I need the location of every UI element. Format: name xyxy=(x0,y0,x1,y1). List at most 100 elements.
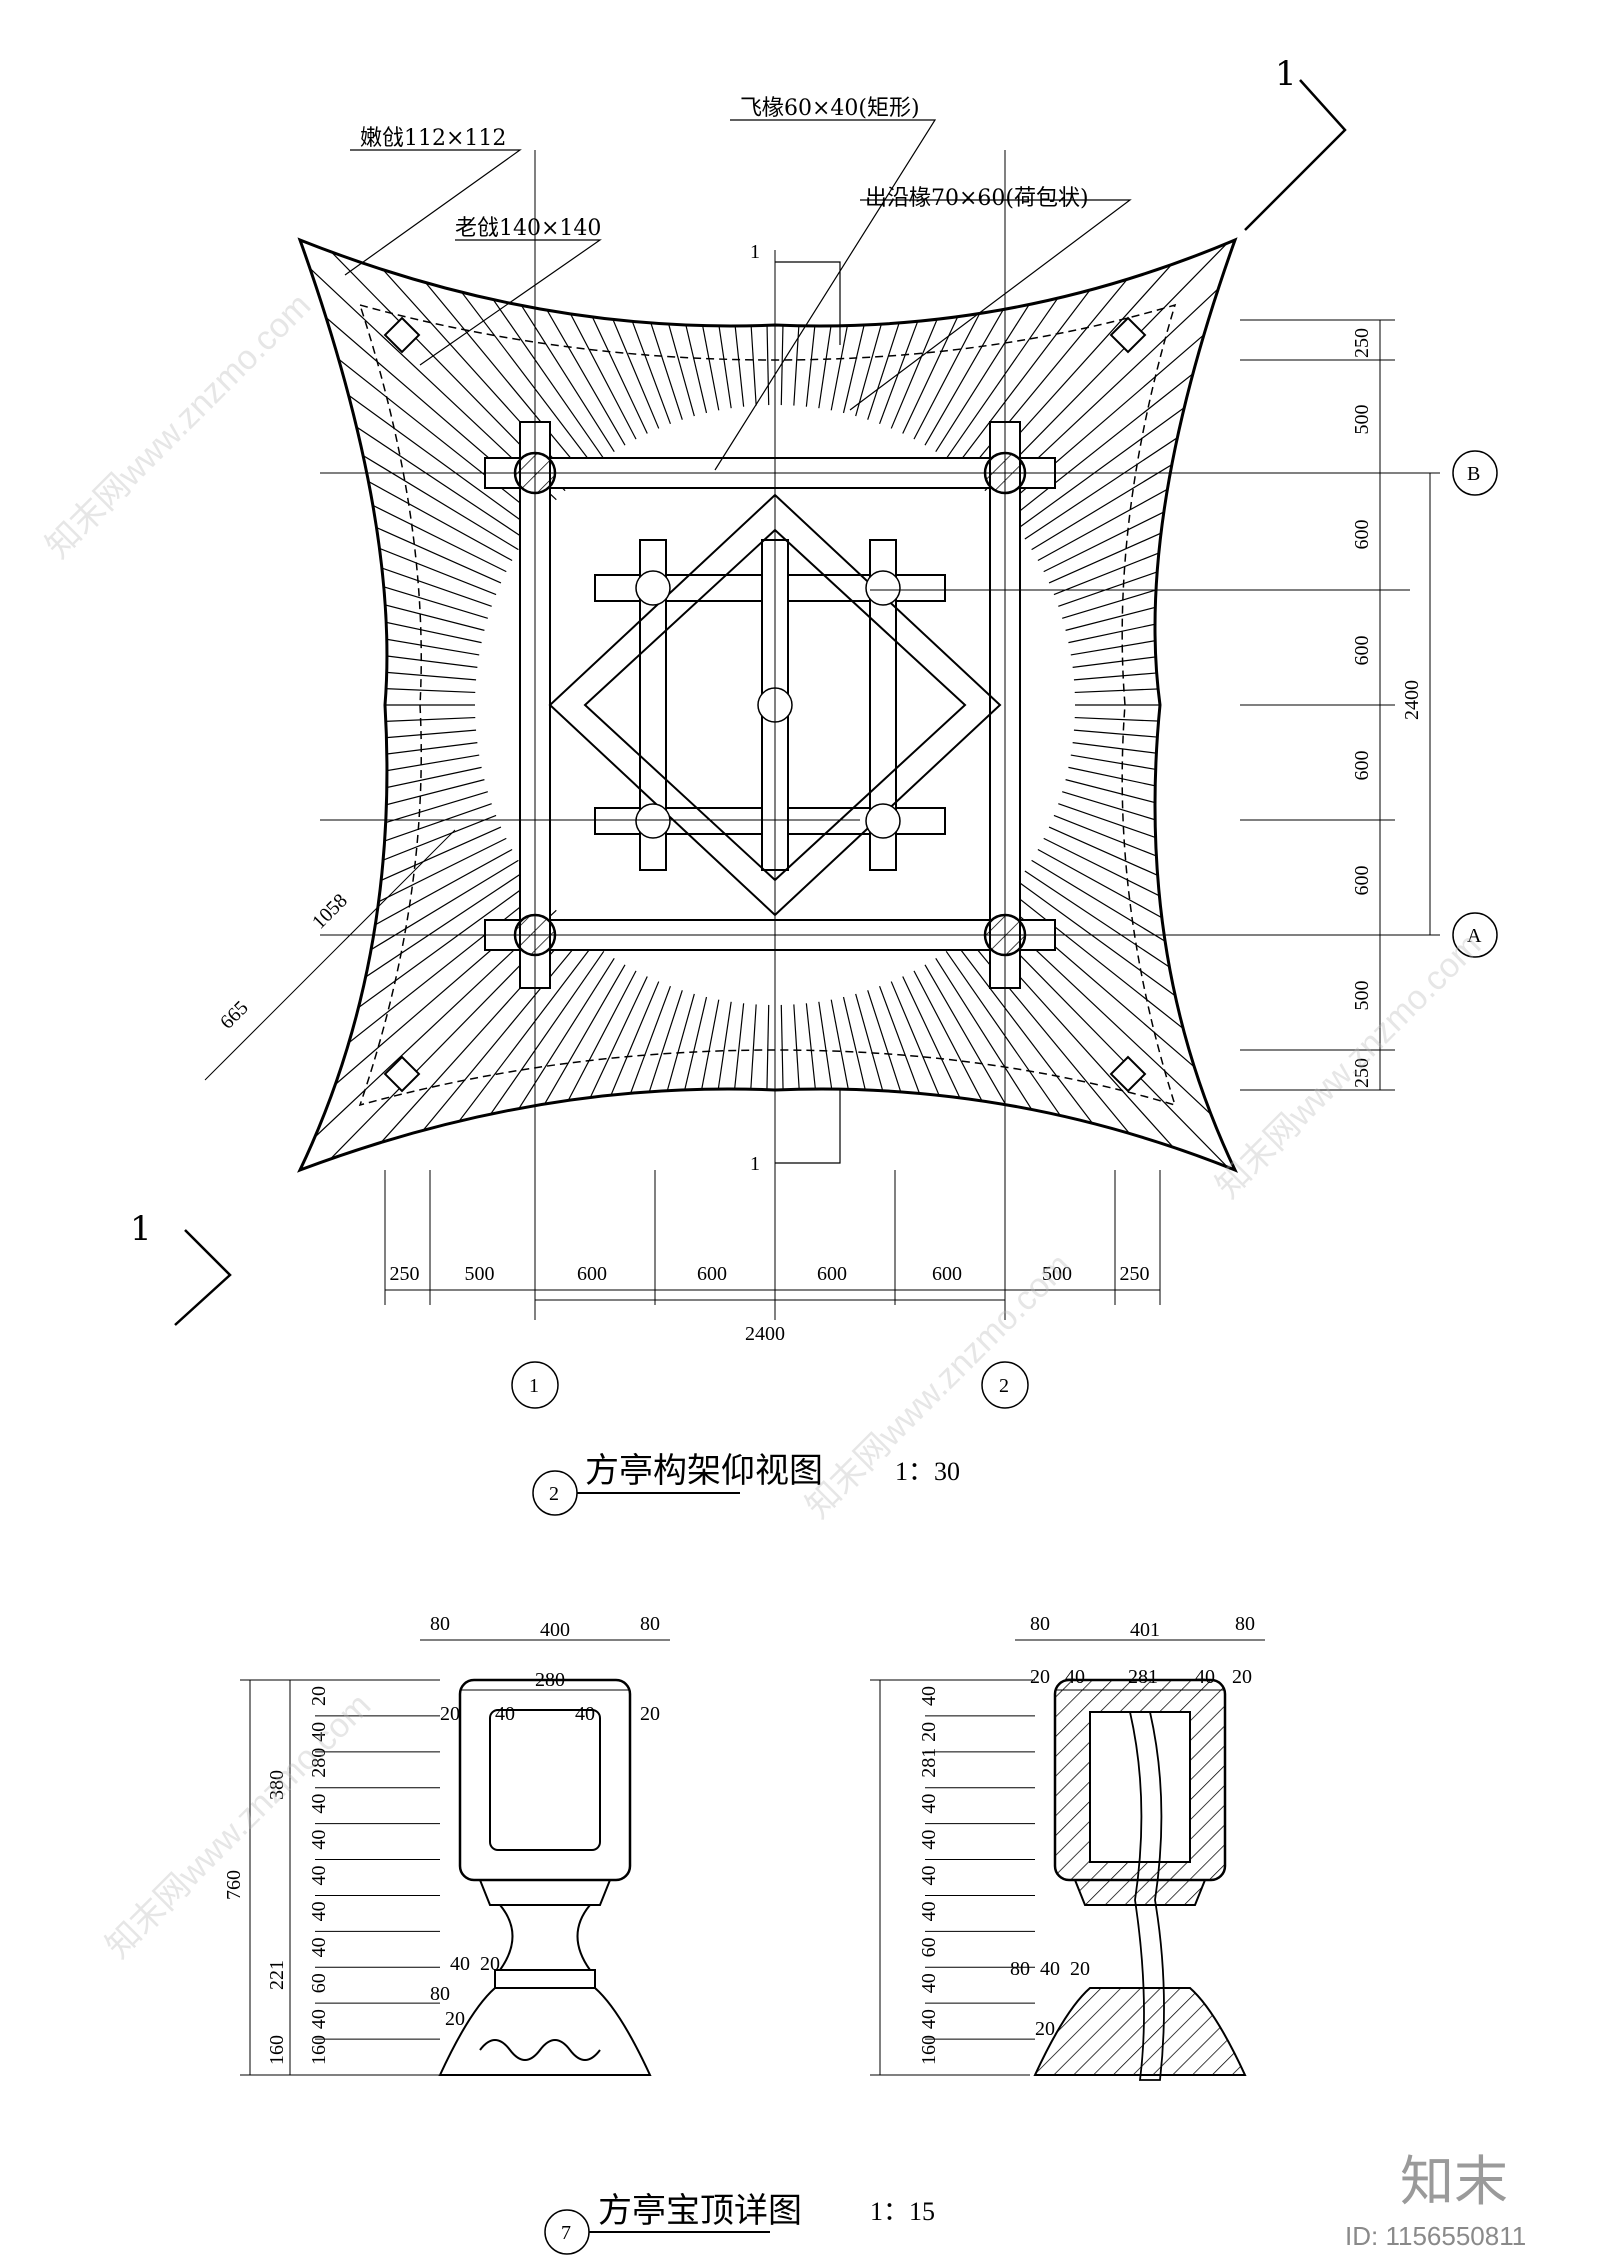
stack-dim-text: 20 xyxy=(918,1722,940,1742)
rafter-line xyxy=(730,240,757,406)
stack-dim-text: 281 xyxy=(918,1748,940,1778)
rafter-line xyxy=(300,645,477,681)
right-dim-text: 600 xyxy=(1351,636,1373,666)
rafter-line xyxy=(818,1001,878,1170)
rafter-line xyxy=(399,240,615,453)
rafter-line xyxy=(1065,779,1235,880)
rafter-line xyxy=(1009,890,1235,1141)
rafter-line xyxy=(300,558,482,644)
stack-dim-text: 280 xyxy=(308,1748,330,1778)
rafter-line xyxy=(1017,293,1235,530)
rafter-line xyxy=(805,240,849,407)
axis-label-a: A xyxy=(1467,925,1482,947)
right-dim-text: 500 xyxy=(1351,981,1373,1011)
label-nen-ji: 嫩戗112×112 xyxy=(360,126,506,151)
rafter-line xyxy=(780,1004,791,1170)
stack-dim-text: 40 xyxy=(308,1722,330,1742)
diag-dim-1058: 1058 xyxy=(308,890,352,934)
rafter-line xyxy=(375,240,605,459)
rafter-line xyxy=(842,240,936,414)
rafter-line xyxy=(300,742,478,794)
rafter-line xyxy=(300,616,478,668)
rafter-line xyxy=(351,240,595,467)
label-lao-ji: 老戗140×140 xyxy=(455,216,601,241)
section-mark-bottom: 1 xyxy=(130,1209,152,1249)
rafter-line xyxy=(1068,558,1235,644)
right-dim-text: 600 xyxy=(1351,751,1373,781)
rafter-line xyxy=(955,240,1199,467)
rafter-line xyxy=(830,999,907,1170)
stack-dim-text: 40 xyxy=(918,1686,940,1706)
rafter-line xyxy=(1074,675,1235,694)
rafter-line xyxy=(945,240,1175,459)
stack-dim-text: 40 xyxy=(308,1866,330,1886)
fl-dim-20b: 20 xyxy=(640,1703,660,1725)
rafter-line xyxy=(1043,837,1235,1017)
stack-dim-text: 60 xyxy=(308,1973,330,1993)
fl-dim-400: 400 xyxy=(540,1619,570,1641)
section-small-bottom: 1 xyxy=(750,1153,760,1175)
rafter-line xyxy=(586,240,695,417)
rafter-line xyxy=(924,964,1126,1170)
fr-mid-20b: 20 xyxy=(1035,2018,1055,2040)
rafter-line xyxy=(1017,880,1235,1117)
rafter-line xyxy=(879,985,1020,1170)
rafter-line xyxy=(300,675,476,694)
stack-dim-text: 20 xyxy=(308,1686,330,1706)
rafter-line xyxy=(614,996,708,1170)
rafter-line xyxy=(1053,814,1235,964)
rafter-line xyxy=(935,957,1151,1170)
rafter-line xyxy=(993,240,1235,501)
rafter-line xyxy=(955,943,1199,1170)
right-total-dim: 2400 xyxy=(1401,680,1423,720)
rafter-line xyxy=(558,990,683,1170)
stack-dim-text: 40 xyxy=(308,1937,330,1957)
roof-eave-outline xyxy=(297,237,1239,1173)
rafter-line xyxy=(503,240,660,429)
stack-dim-text: 40 xyxy=(918,1901,940,1921)
corner-jack-rafters xyxy=(383,316,1147,1093)
fl-dim-80a: 80 xyxy=(430,1613,450,1635)
columns xyxy=(513,451,1027,957)
fr-dim-80b: 80 xyxy=(1235,1613,1255,1635)
rafter-line xyxy=(643,999,720,1170)
axis-label-b: B xyxy=(1467,463,1480,485)
label-leaders xyxy=(344,119,1132,1164)
fl-dim-40b: 40 xyxy=(575,1703,595,1725)
rafter-line xyxy=(530,985,671,1170)
rafter-line xyxy=(300,880,533,1117)
stack-dim-text: 60 xyxy=(918,1937,940,1957)
diag-dim-665: 665 xyxy=(216,997,253,1034)
bottom-dim-text: 600 xyxy=(577,1263,607,1285)
watermark-text-1: 知末网www.znzmo.com xyxy=(99,1686,378,1965)
rafter-line xyxy=(300,502,488,619)
fl-dim-160: 160 xyxy=(266,2035,288,2065)
rafter-line xyxy=(300,791,488,908)
fr-dim-40a: 40 xyxy=(1065,1666,1085,1688)
rafter-line xyxy=(780,240,791,406)
stack-dim-text: 160 xyxy=(308,2035,330,2065)
rafter-line xyxy=(300,909,557,1170)
rafter-line xyxy=(1037,367,1235,561)
rafter-line xyxy=(1058,474,1235,607)
rafter-line xyxy=(855,993,964,1170)
watermark-text-3: 知末网www.znzmo.com xyxy=(1209,926,1488,1205)
axis-label-1: 1 xyxy=(529,1375,539,1397)
rafter-line xyxy=(730,1004,757,1170)
fr-mid-20: 20 xyxy=(1070,1958,1090,1980)
rafter-line xyxy=(1031,859,1235,1069)
fl-dim-80b: 80 xyxy=(640,1613,660,1635)
axis-bubble-1 xyxy=(511,1361,559,1409)
rafter-line xyxy=(1053,446,1235,596)
rafter-line xyxy=(1043,393,1235,573)
plan-scale: 1：30 xyxy=(895,1457,960,1486)
rafter-line xyxy=(1024,317,1235,540)
finial-title: 方亭宝顶详图 xyxy=(598,2191,802,2231)
axis-label-2: 2 xyxy=(999,1375,1009,1397)
rafter-line xyxy=(643,240,720,411)
fl-dim-20a: 20 xyxy=(440,1703,460,1725)
